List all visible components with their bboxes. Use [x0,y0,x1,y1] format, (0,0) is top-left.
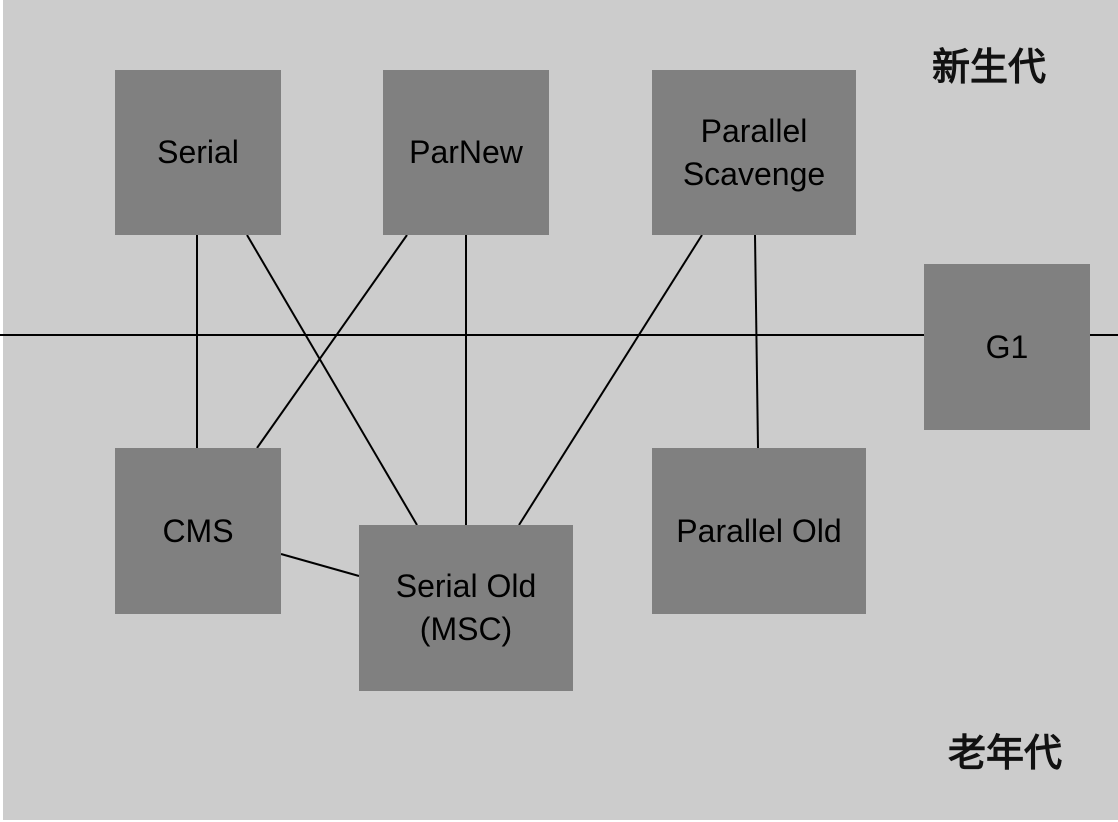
collector-parallel-old-label: Parallel Old [676,512,842,549]
collector-parallel-scavenge-label-line2: Scavenge [682,155,826,192]
collector-parnew: ParNew [383,70,549,235]
collector-parallel-scavenge-label-line1: Parallel [700,112,808,149]
collector-parallel-old: Parallel Old [652,448,866,614]
collector-serial: Serial [115,70,281,235]
edge-cms-serialold [280,553,360,577]
edge-pscavenge-serialold [518,234,703,526]
old-generation-label: 老年代 [948,731,1063,775]
collector-serial-old: Serial Old (MSC) [359,525,573,691]
young-generation-label: 新生代 [932,45,1047,89]
collector-serial-label: Serial [157,134,239,170]
collector-serial-old-label-line2: (MSC) [419,611,513,647]
collector-g1: G1 [924,264,1090,430]
collector-serial-old-label-line1: Serial Old [395,568,537,604]
collector-cms-label: CMS [162,512,234,549]
edge-parnew-cms [256,234,408,449]
edge-serial-serialold [246,234,418,526]
collector-parallel-scavenge: Parallel Scavenge [652,70,856,235]
collector-cms: CMS [115,448,281,614]
collector-parnew-label: ParNew [409,134,523,170]
collector-g1-label: G1 [985,328,1029,365]
edge-pscavenge-parallelold [754,234,759,449]
